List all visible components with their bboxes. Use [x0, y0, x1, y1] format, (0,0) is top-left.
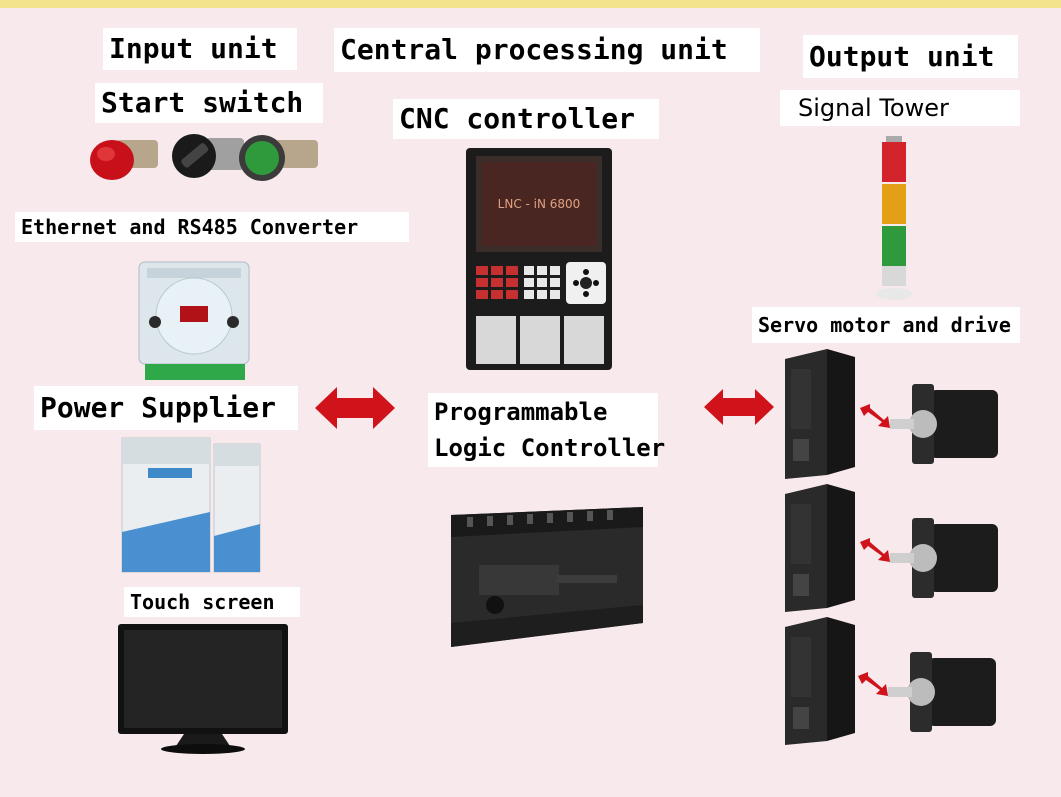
right-double-arrow-icon — [704, 387, 774, 427]
servo-motor-2 — [890, 516, 1002, 600]
connection-arrow-1 — [860, 404, 890, 428]
servo-drive-3 — [785, 617, 857, 745]
plc-image — [437, 505, 649, 653]
central-processing-unit-heading: Central processing unit — [334, 28, 760, 72]
output-unit-heading: Output unit — [803, 35, 1018, 78]
selector-switch-icon — [172, 134, 244, 178]
connection-arrow-3 — [858, 672, 888, 696]
connection-arrow-2 — [860, 538, 890, 562]
servo-motor-3 — [888, 650, 1000, 734]
input-unit-heading: Input unit — [103, 28, 297, 70]
servo-motor-1 — [890, 382, 1002, 466]
cnc-controller-image: LNC - iN 6800 — [466, 148, 612, 370]
plc-label-line1: Programmable — [428, 393, 658, 431]
signal-tower-image — [872, 136, 916, 302]
servo-drive-1 — [785, 349, 857, 479]
touch-screen-image — [114, 620, 292, 756]
servo-label: Servo motor and drive — [752, 307, 1020, 343]
signal-tower-label: Signal Tower — [780, 90, 1020, 126]
emergency-stop-button-icon — [90, 140, 158, 180]
start-switch-image — [88, 124, 323, 188]
cnc-controller-label: CNC controller — [393, 99, 659, 139]
start-switch-label: Start switch — [95, 83, 323, 123]
left-double-arrow-icon — [315, 385, 395, 431]
servo-drive-2 — [785, 484, 857, 612]
converter-label: Ethernet and RS485 Converter — [15, 212, 409, 242]
green-push-button-icon — [239, 135, 318, 181]
svg-text:LNC - iN 6800: LNC - iN 6800 — [498, 197, 581, 211]
converter-image — [133, 258, 255, 384]
power-supplier-image — [118, 432, 264, 578]
top-border — [0, 0, 1061, 8]
power-supplier-label: Power Supplier — [34, 386, 298, 430]
touch-screen-label: Touch screen — [124, 587, 300, 617]
plc-label-line2: Logic Controller — [428, 429, 665, 467]
